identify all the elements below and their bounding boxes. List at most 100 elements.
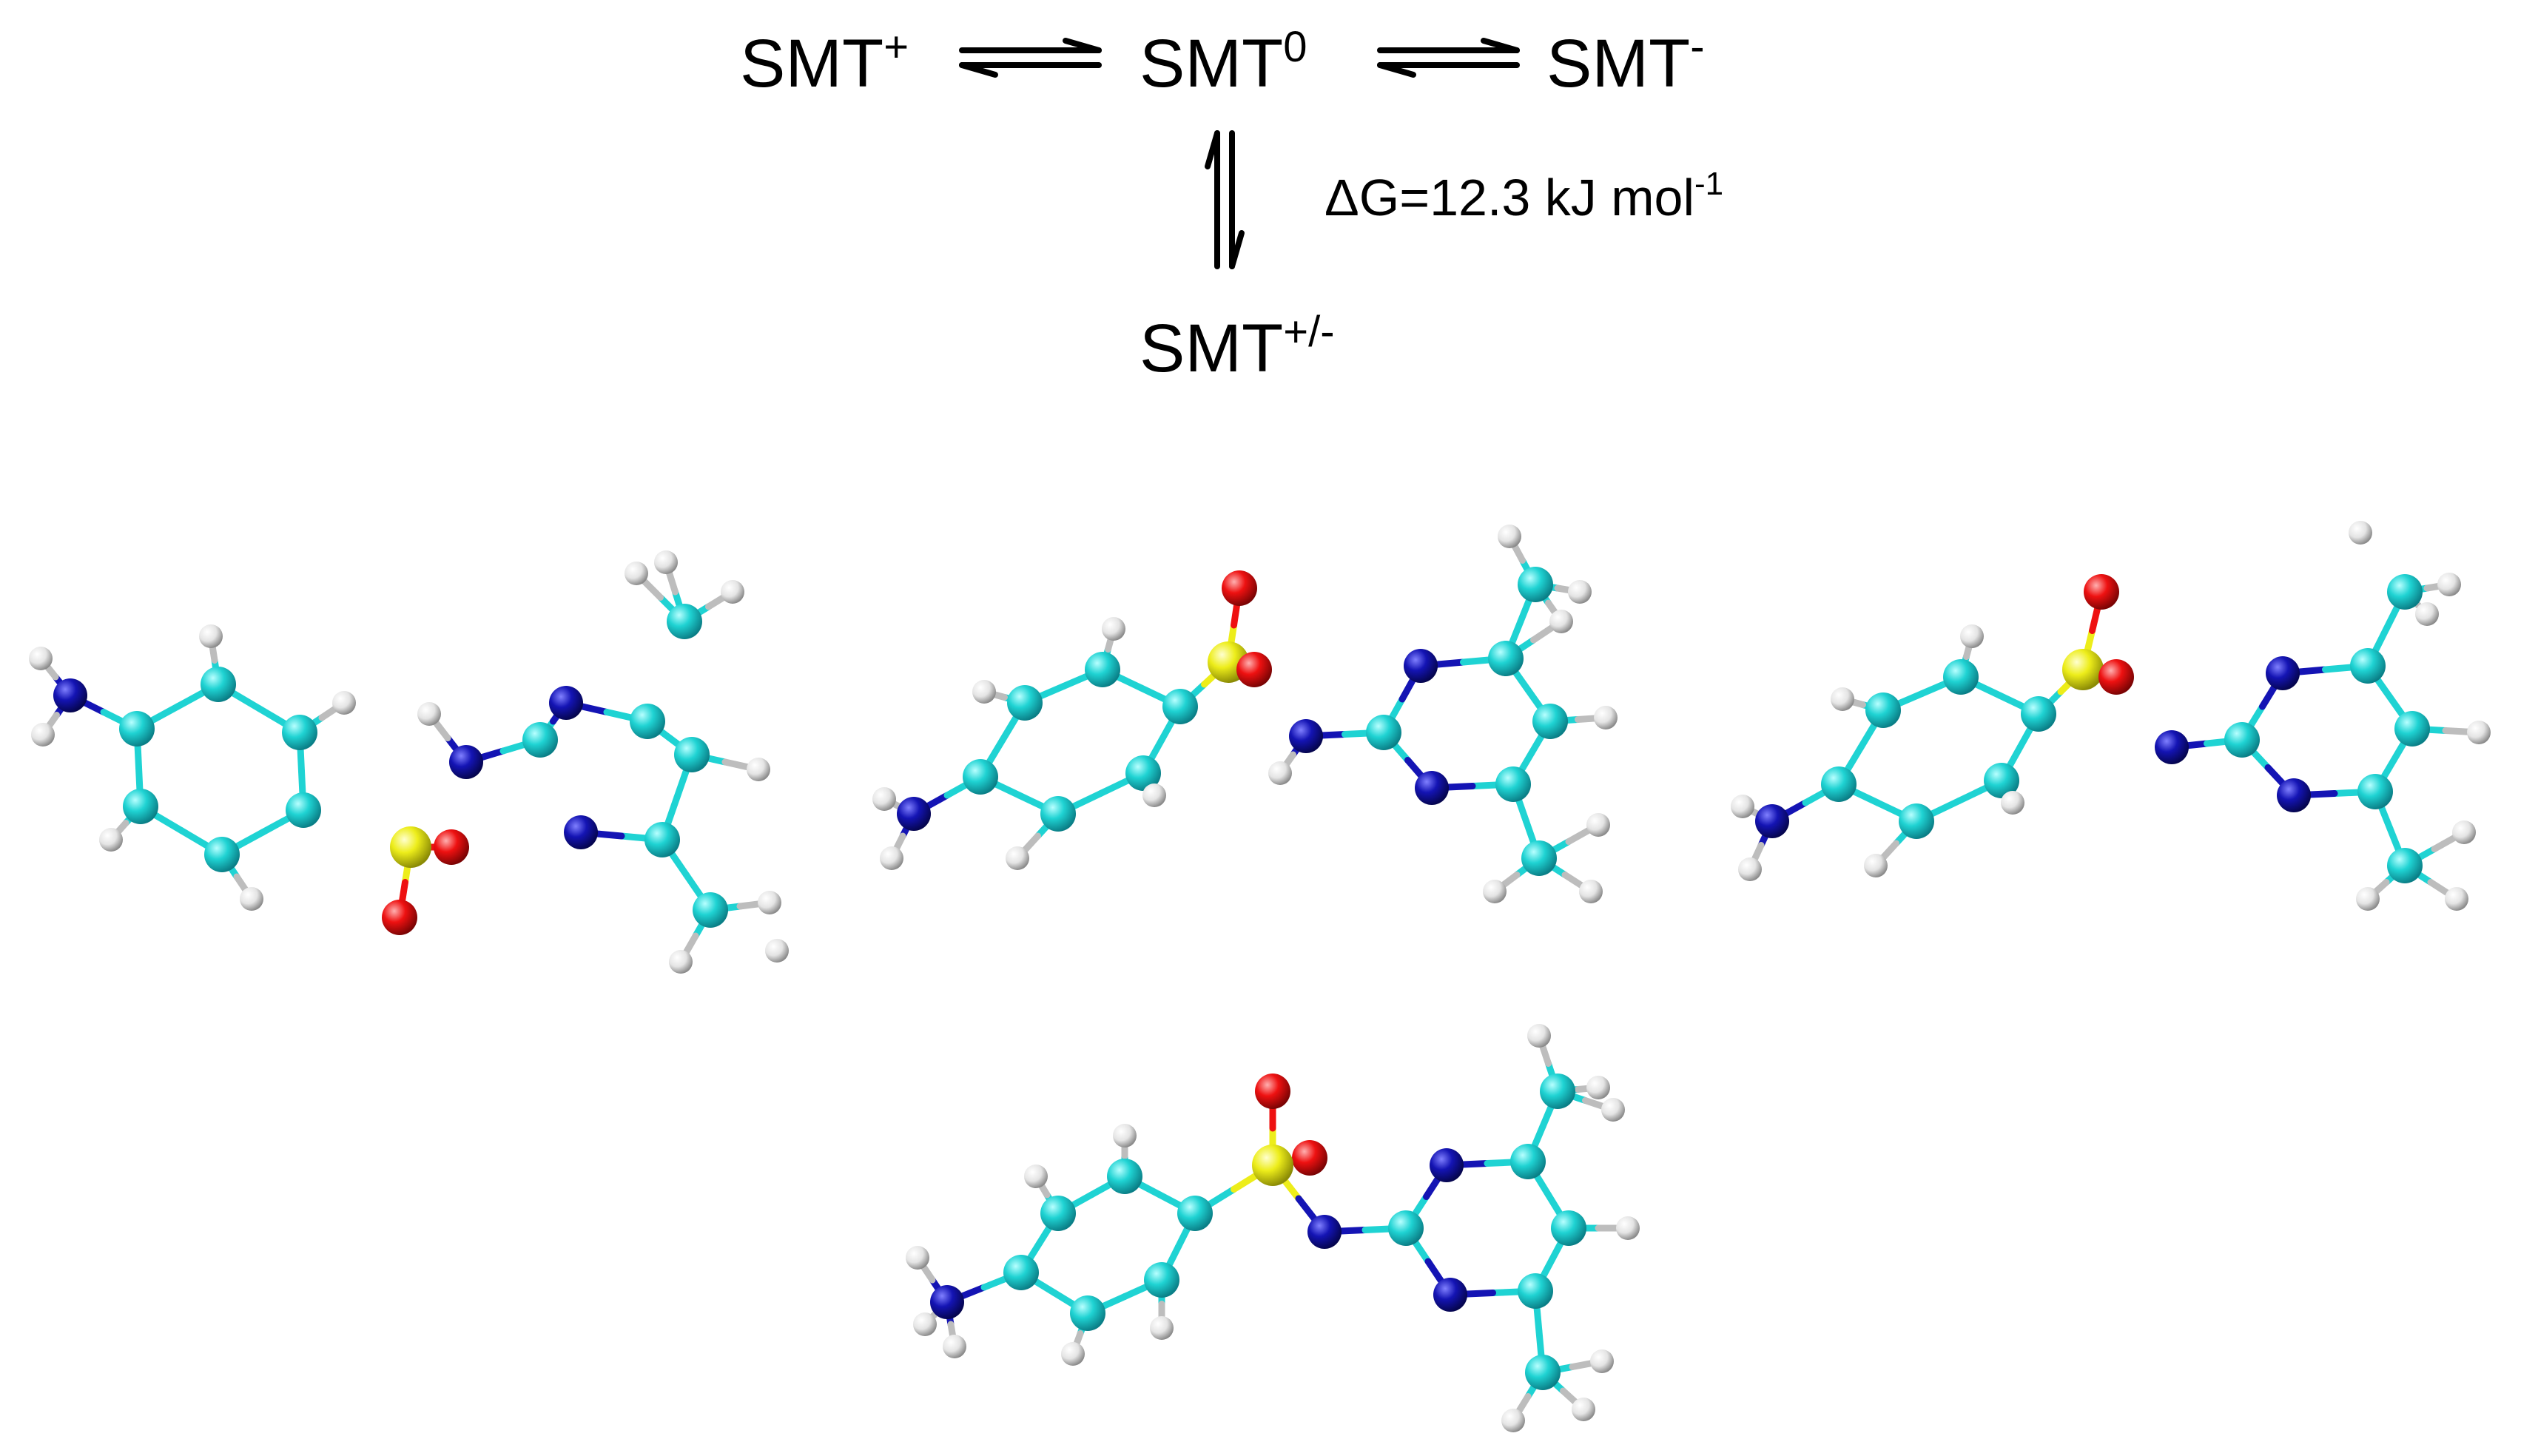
hydrogen-atom [1864, 854, 1888, 877]
hydrogen-atom [2445, 887, 2468, 911]
species-charge: + [883, 23, 909, 71]
carbon-atom [2350, 648, 2386, 684]
species-label-zwitterion: SMT+/- [1140, 311, 1335, 383]
hydrogen-atom [758, 891, 781, 914]
nitrogen-atom [2277, 778, 2311, 812]
hydrogen-atom [99, 828, 123, 852]
carbon-atom [1125, 755, 1161, 791]
hydrogen-atom [1527, 1024, 1551, 1048]
carbon-atom [693, 892, 728, 928]
hydrogen-atom [1738, 857, 1762, 881]
carbon-atom [1107, 1159, 1142, 1194]
carbon-atom [1943, 659, 1979, 695]
carbon-atom [1040, 796, 1076, 832]
carbon-atom [1162, 689, 1198, 724]
equilibrium-arrow-neutral-anion [1377, 38, 1520, 78]
carbon-atom [1388, 1210, 1424, 1246]
hydrogen-atom [625, 562, 648, 585]
hydrogen-atom [2452, 820, 2476, 844]
species-base: SMT [1546, 26, 1691, 101]
delta-g-label: ΔG=12.3 kJ mol-1 [1324, 168, 1723, 226]
carbon-atom [2387, 574, 2423, 610]
oxygen-atom [2098, 659, 2134, 695]
bonds [1739, 581, 2483, 903]
nitrogen-atom [449, 745, 483, 779]
delta-g-exponent: -1 [1694, 166, 1724, 202]
species-base: SMT [740, 26, 884, 101]
hydrogen-atom [1501, 1409, 1525, 1432]
hydrogen-atom [1590, 1349, 1614, 1373]
carbon-atom [1366, 715, 1401, 750]
hydrogen-atom [1024, 1165, 1048, 1188]
hydrogen-atom [1586, 1076, 1610, 1099]
carbon-atom [282, 715, 317, 750]
carbon-atom [1003, 1255, 1039, 1290]
nitrogen-atom [549, 686, 583, 720]
hydrogen-atom [2001, 791, 2024, 815]
nitrogen-atom [53, 678, 87, 712]
hydrogen-atom [906, 1246, 929, 1270]
carbon-atom [1488, 641, 1524, 676]
hydrogen-atom [1483, 880, 1507, 903]
nitrogen-atom [2155, 730, 2189, 764]
carbon-atom [1525, 1355, 1561, 1390]
oxygen-atom [2084, 574, 2119, 610]
carbon-atom [1899, 803, 1934, 839]
hydrogen-atom [872, 787, 896, 811]
hydrogen-atom [1601, 1098, 1625, 1122]
species-base: SMT [1140, 311, 1284, 386]
hydrogen-atom [240, 887, 263, 911]
carbon-atom [1551, 1210, 1586, 1246]
hydrogen-atom [1006, 846, 1029, 870]
molecule-zwitterion [906, 1024, 1640, 1432]
carbon-atom [963, 759, 998, 795]
carbon-atom [1518, 567, 1553, 602]
nitrogen-atom [564, 815, 598, 849]
carbon-atom [1144, 1262, 1179, 1298]
nitrogen-atom [1415, 771, 1449, 805]
hydrogen-atom [332, 691, 356, 715]
oxygen-atom [1255, 1074, 1290, 1109]
carbon-atom [2357, 774, 2393, 809]
species-label-cation: SMT+ [740, 26, 909, 98]
carbon-atom [123, 789, 158, 824]
hydrogen-atom [669, 950, 693, 974]
carbon-atom [1821, 766, 1857, 802]
hydrogen-atom [1268, 761, 1292, 785]
nitrogen-atom [1404, 649, 1438, 683]
species-charge: +/- [1283, 308, 1335, 356]
carbon-atom [1495, 766, 1531, 802]
sulfur-atom [1252, 1145, 1293, 1186]
hydrogen-atom [1061, 1342, 1085, 1366]
sulfur-atom [390, 826, 431, 868]
species-base: SMT [1140, 26, 1284, 101]
hydrogen-atom [1142, 783, 1166, 807]
nitrogen-atom [930, 1285, 964, 1319]
equilibrium-arrow-cation-neutral [959, 38, 1102, 78]
hydrogen-atom [1831, 687, 1854, 711]
oxygen-atom [382, 900, 417, 935]
hydrogen-atom [765, 939, 789, 963]
hydrogen-atom [1498, 525, 1521, 548]
carbon-atom [1007, 685, 1043, 721]
carbon-atom [1070, 1295, 1105, 1331]
hydrogen-atom [1549, 610, 1573, 633]
oxygen-atom [434, 829, 469, 865]
hydrogen-atom [1579, 880, 1603, 903]
species-label-anion: SMT- [1546, 26, 1705, 98]
delta-g-text: ΔG=12.3 kJ mol [1324, 169, 1695, 226]
hydrogen-atom [1572, 1398, 1595, 1421]
hydrogen-atom [1113, 1124, 1137, 1147]
hydrogen-atom [2467, 721, 2491, 744]
hydrogen-atom [2356, 887, 2380, 911]
hydrogen-atom [880, 846, 903, 870]
hydrogen-atom [1731, 795, 1754, 818]
oxygen-atom [1222, 570, 1257, 606]
nitrogen-atom [1289, 719, 1323, 753]
species-charge: - [1690, 23, 1705, 71]
nitrogen-atom [2266, 656, 2300, 690]
hydrogen-atom [2437, 573, 2461, 596]
hydrogen-atom [721, 580, 744, 604]
